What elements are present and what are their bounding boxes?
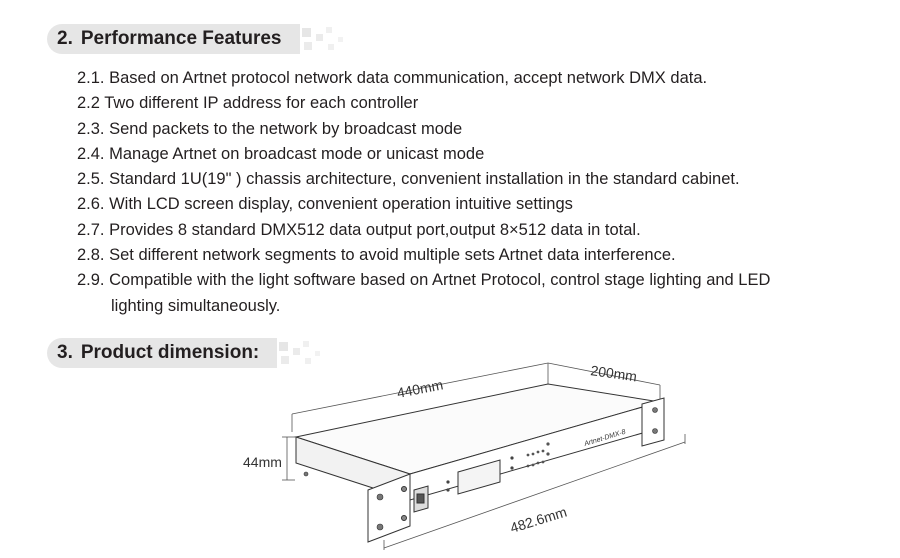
feature-text-continuation: lighting simultaneously. [111,296,281,315]
feature-text: 2.6. With LCD screen display, convenient… [77,195,573,214]
feature-item: 2.6. With LCD screen display, convenient… [77,192,857,217]
section-3-decoration [265,338,325,368]
section-2-number: 2. [57,28,73,49]
front-button [446,480,450,484]
feature-text: 2.7. Provides 8 standard DMX512 data out… [77,220,641,239]
mount-hole [652,407,658,413]
front-button [446,488,450,492]
lcd-screen [457,459,501,495]
rack-ear-right [641,397,665,447]
led-indicators [526,442,550,468]
section-2-title-pill: 2. Performance Features [47,24,288,54]
features-list: 2.1. Based on Artnet protocol network da… [77,66,857,319]
section-2-header: 2. Performance Features [47,24,348,54]
power-switch-rocker [416,493,425,504]
feature-text: 2.4. Manage Artnet on broadcast mode or … [77,144,485,163]
front-screw [401,486,407,492]
feature-item: 2.3. Send packets to the network by broa… [77,117,857,142]
depth-label: 200mm [590,362,638,384]
feature-text: 2.5. Standard 1U(19" ) chassis architect… [77,170,740,189]
dimension-lines [282,362,686,550]
feature-item: 2.5. Standard 1U(19" ) chassis architect… [77,167,857,192]
section-2-title: Performance Features [80,28,282,49]
feature-text: 2.2 Two different IP address for each co… [77,94,419,113]
feature-item: 2.2 Two different IP address for each co… [77,91,857,116]
height-label: 44mm [243,454,282,470]
section-3-number: 3. [57,342,73,363]
feature-text: 2.8. Set different network segments to a… [77,246,676,265]
mount-hole [376,493,384,501]
front-button [510,456,514,460]
section-3-header: 3. Product dimension: [47,338,325,368]
mount-hole [376,523,384,531]
feature-text: 2.3. Send packets to the network by broa… [77,119,463,138]
feature-item: 2.9. Compatible with the light software … [77,268,857,319]
feature-item: 2.4. Manage Artnet on broadcast mode or … [77,142,857,167]
feature-item: 2.7. Provides 8 standard DMX512 data out… [77,218,857,243]
rack-width-label: 482.6mm [508,504,568,536]
section-3-title-pill: 3. Product dimension: [47,338,266,368]
front-button [510,466,514,470]
width-label: 440mm [396,376,445,401]
mount-hole [303,471,309,477]
feature-text: 2.9. Compatible with the light software … [77,271,771,290]
section-3-title: Product dimension: [80,342,260,363]
feature-item: 2.8. Set different network segments to a… [77,243,857,268]
front-screw [401,515,407,521]
feature-item: 2.1. Based on Artnet protocol network da… [77,66,857,91]
section-2-decoration [287,24,348,54]
mount-hole [652,428,658,434]
feature-text: 2.1. Based on Artnet protocol network da… [77,69,708,87]
